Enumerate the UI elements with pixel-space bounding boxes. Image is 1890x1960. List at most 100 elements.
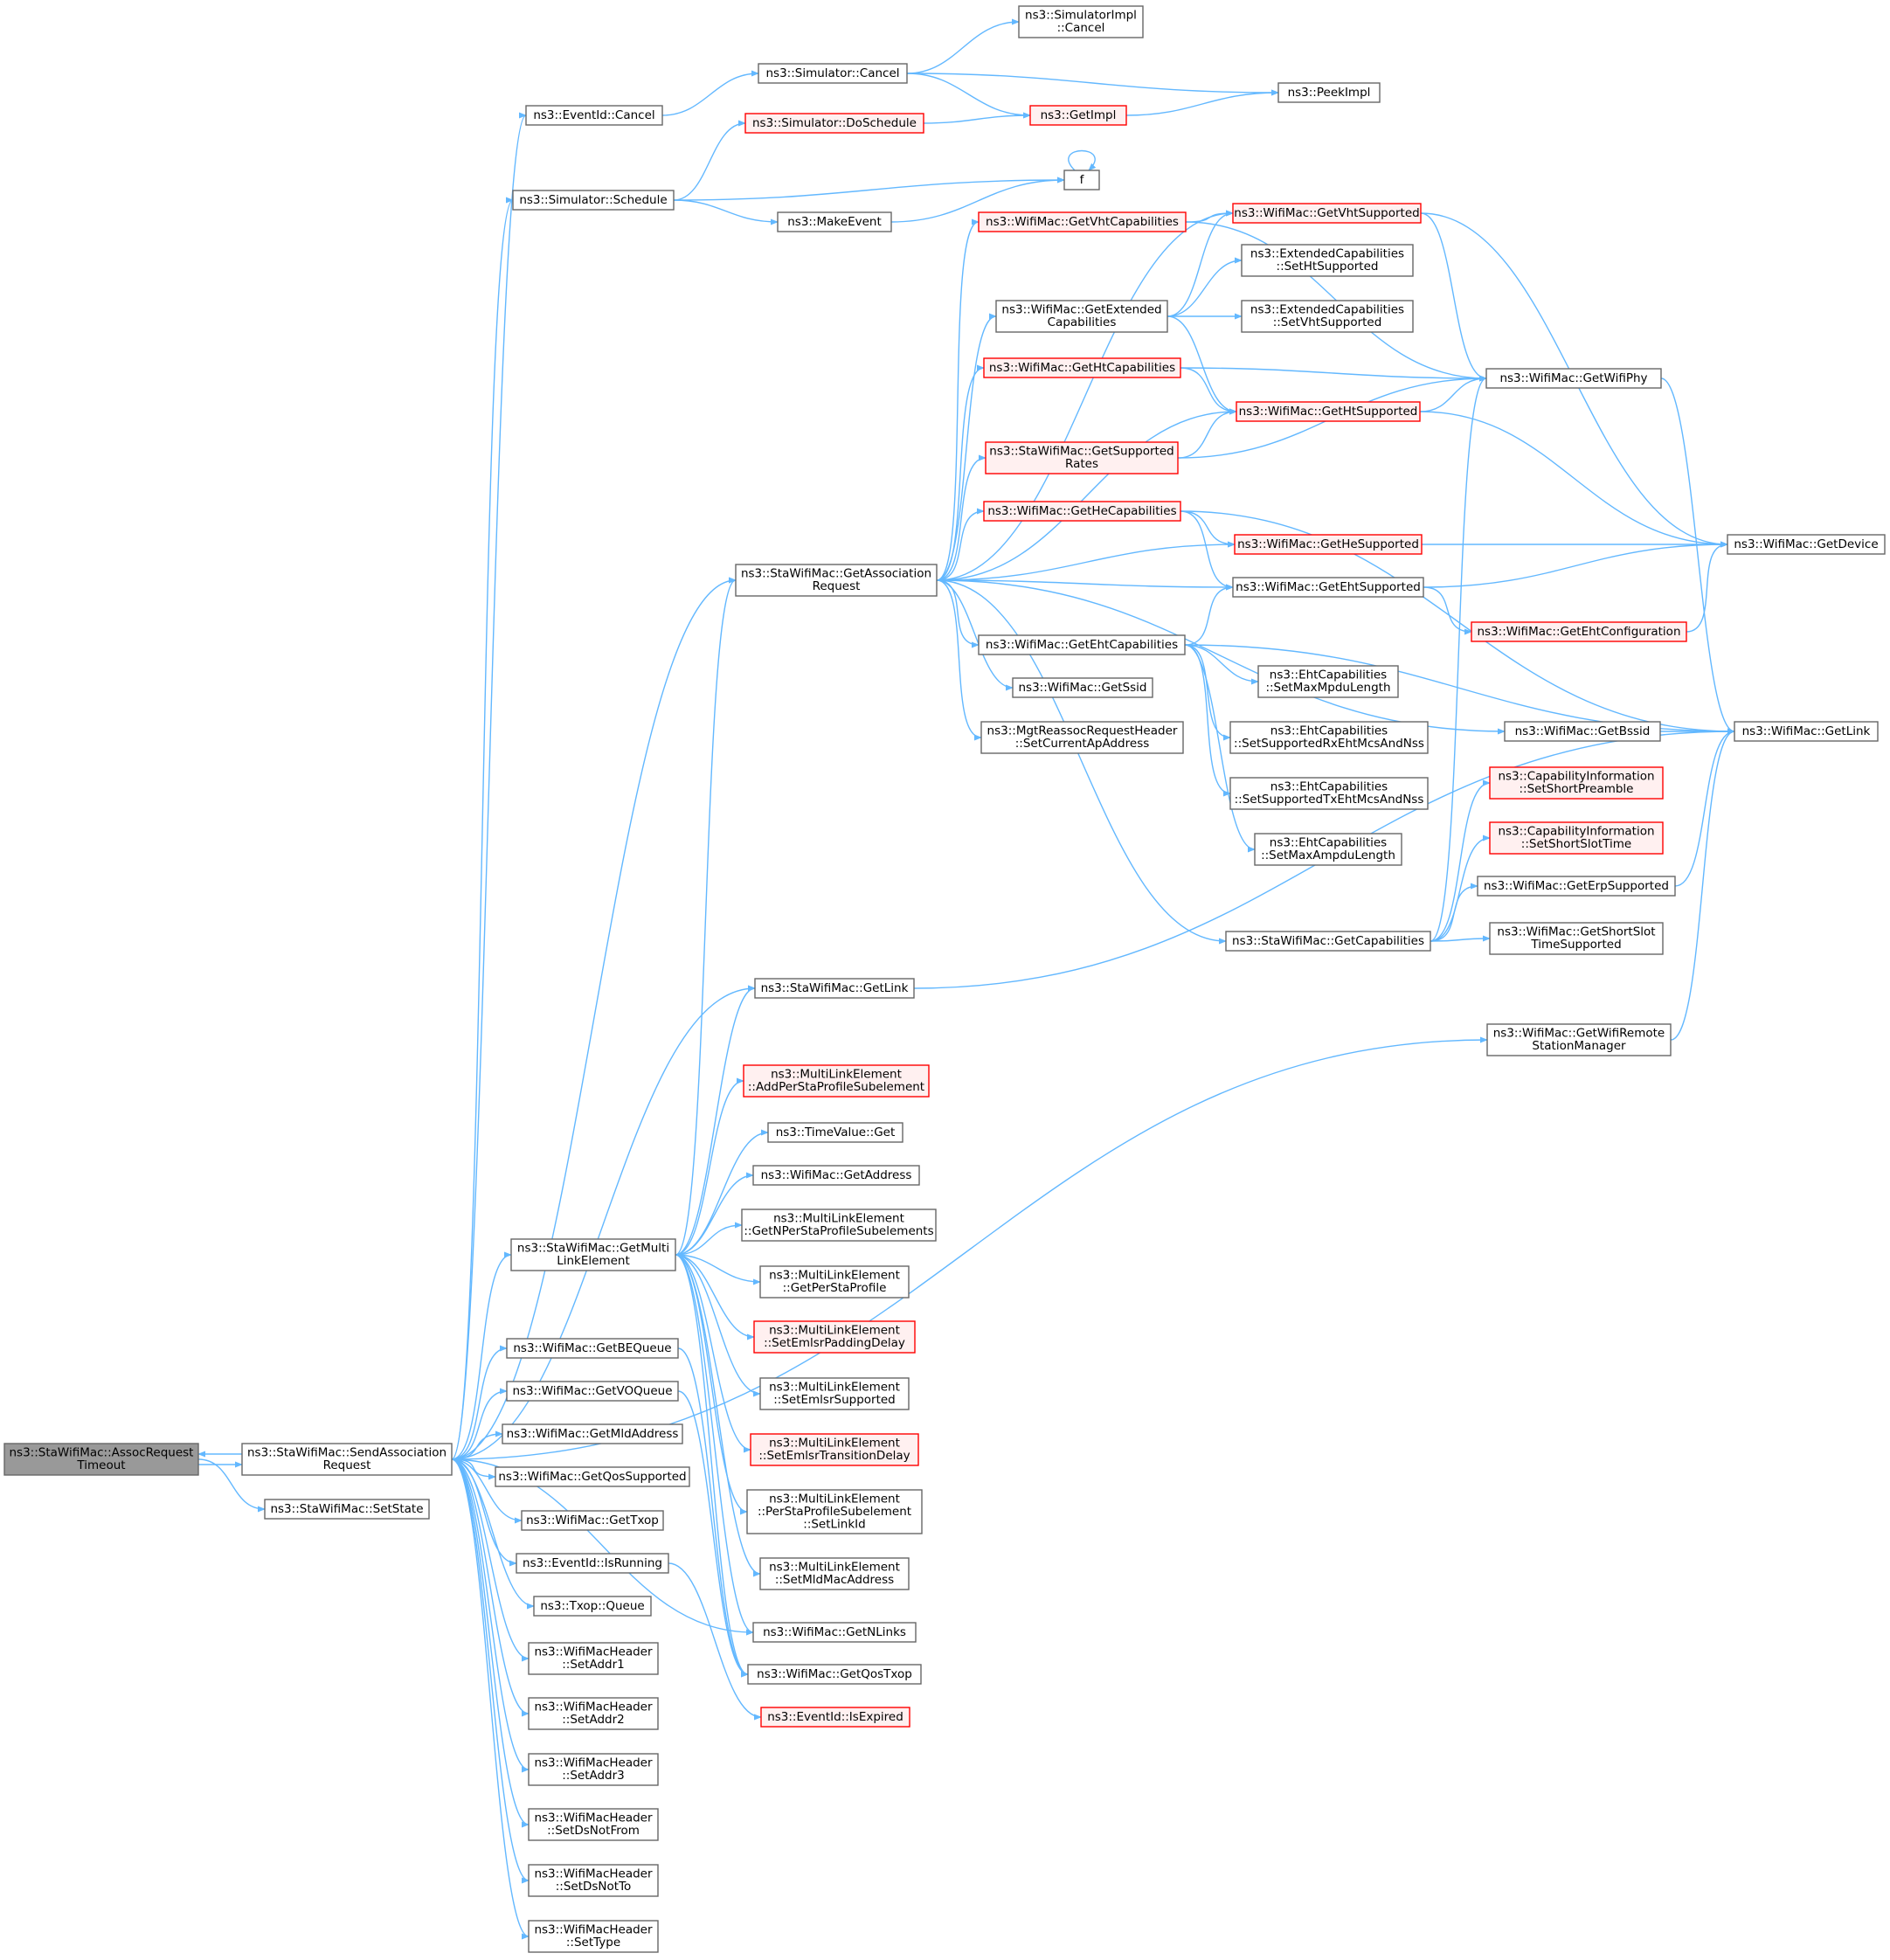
node-cap-set-shortslot[interactable]: ns3::CapabilityInformation::SetShortSlot… <box>1489 821 1664 855</box>
node-box[interactable] <box>264 1499 430 1520</box>
node-f[interactable]: f <box>1063 170 1100 190</box>
node-get-he-supp[interactable]: ns3::WifiMac::GetHeSupported <box>1234 534 1423 555</box>
node-sim-cancel[interactable]: ns3::Simulator::Cancel <box>758 63 908 84</box>
node-hdr-set-addr2[interactable]: ns3::WifiMacHeader::SetAddr2 <box>528 1697 659 1730</box>
node-box[interactable] <box>983 357 1181 378</box>
node-get-vht-caps[interactable]: ns3::WifiMac::GetVhtCapabilities <box>978 211 1187 232</box>
node-get-vo-queue[interactable]: ns3::WifiMac::GetVOQueue <box>506 1381 679 1402</box>
node-get-he-caps[interactable]: ns3::WifiMac::GetHeCapabilities <box>983 501 1181 522</box>
node-box[interactable] <box>753 1320 916 1354</box>
node-box[interactable] <box>525 105 663 126</box>
node-box[interactable] <box>1471 621 1687 642</box>
node-box[interactable] <box>735 564 938 597</box>
node-box[interactable] <box>747 1664 922 1685</box>
node-box[interactable] <box>980 721 1184 754</box>
node-get-ht-supp[interactable]: ns3::WifiMac::GetHtSupported <box>1236 401 1421 422</box>
node-get-device[interactable]: ns3::WifiMac::GetDevice <box>1727 534 1886 555</box>
node-ml-set-emlsr-supp[interactable]: ns3::MultiLinkElement::SetEmlsrSupported <box>759 1377 910 1410</box>
node-box[interactable] <box>1477 876 1676 897</box>
node-ml-persta-setlinkid[interactable]: ns3::MultiLinkElement::PerStaProfileSube… <box>746 1489 923 1534</box>
node-box[interactable] <box>1489 766 1664 800</box>
node-hdr-set-type[interactable]: ns3::WifiMacHeader::SetType <box>528 1920 659 1953</box>
node-box[interactable] <box>1277 82 1381 103</box>
node-box[interactable] <box>1236 401 1421 422</box>
node-box[interactable] <box>983 501 1181 522</box>
node-box[interactable] <box>1229 721 1429 754</box>
node-box[interactable] <box>528 1864 659 1897</box>
node-box[interactable] <box>1029 105 1127 126</box>
node-box[interactable] <box>528 1808 659 1841</box>
node-box[interactable] <box>533 1596 652 1617</box>
node-eht-set-maxampdu[interactable]: ns3::EhtCapabilities::SetMaxAmpduLength <box>1254 833 1402 866</box>
node-box[interactable] <box>1063 170 1100 190</box>
node-wifimac-getlink[interactable]: ns3::WifiMac::GetLink <box>1734 721 1879 742</box>
node-get-mld-address[interactable]: ns3::WifiMac::GetMldAddress <box>502 1423 683 1444</box>
node-box[interactable] <box>759 1377 910 1410</box>
node-get-address[interactable]: ns3::WifiMac::GetAddress <box>752 1165 920 1186</box>
node-box[interactable] <box>528 1697 659 1730</box>
node-ml-set-emlsr-pad[interactable]: ns3::MultiLinkElement::SetEmlsrPaddingDe… <box>753 1320 916 1354</box>
node-box[interactable] <box>506 1338 679 1359</box>
node-box[interactable] <box>743 1064 930 1098</box>
node-box[interactable] <box>516 1553 669 1574</box>
node-box[interactable] <box>1486 1023 1672 1056</box>
node-box[interactable] <box>985 441 1179 474</box>
node-box[interactable] <box>1229 777 1429 810</box>
node-eventid-cancel[interactable]: ns3::EventId::Cancel <box>525 105 663 126</box>
node-hdr-set-dsnotfrom[interactable]: ns3::WifiMacHeader::SetDsNotFrom <box>528 1808 659 1841</box>
node-ml-set-mld-mac[interactable]: ns3::MultiLinkElement::SetMldMacAddress <box>759 1557 910 1590</box>
node-peekimpl[interactable]: ns3::PeekImpl <box>1277 82 1381 103</box>
node-makeevent[interactable]: ns3::MakeEvent <box>777 211 892 232</box>
node-get-n-links[interactable]: ns3::WifiMac::GetNLinks <box>752 1622 917 1643</box>
node-eventid-isexpired[interactable]: ns3::EventId::IsExpired <box>760 1707 910 1728</box>
node-box[interactable] <box>1734 721 1879 742</box>
node-box[interactable] <box>528 1920 659 1953</box>
node-box[interactable] <box>528 1753 659 1786</box>
node-ext-set-vht[interactable]: ns3::ExtendedCapabilities::SetVhtSupport… <box>1241 300 1414 333</box>
node-box[interactable] <box>746 1489 923 1534</box>
node-ml-set-emlsr-trans[interactable]: ns3::MultiLinkElement::SetEmlsrTransitio… <box>750 1433 919 1466</box>
node-get-capabilities[interactable]: ns3::StaWifiMac::GetCapabilities <box>1225 931 1431 952</box>
node-get-vht-supp[interactable]: ns3::WifiMac::GetVhtSupported <box>1232 203 1422 224</box>
node-getimpl[interactable]: ns3::GetImpl <box>1029 105 1127 126</box>
node-get-eht-caps[interactable]: ns3::WifiMac::GetEhtCapabilities <box>978 634 1186 655</box>
node-box[interactable] <box>510 1238 676 1271</box>
node-box[interactable] <box>506 1381 679 1402</box>
node-box[interactable] <box>752 1622 917 1643</box>
node-txop-queue[interactable]: ns3::Txop::Queue <box>533 1596 652 1617</box>
node-box[interactable] <box>1241 244 1414 277</box>
node-box[interactable] <box>1232 203 1422 224</box>
node-box[interactable] <box>758 63 908 84</box>
node-box[interactable] <box>1727 534 1886 555</box>
node-box[interactable] <box>1012 677 1153 698</box>
node-box[interactable] <box>502 1423 683 1444</box>
node-cap-set-shortpre[interactable]: ns3::CapabilityInformation::SetShortPrea… <box>1489 766 1664 800</box>
node-box[interactable] <box>521 1510 664 1531</box>
node-box[interactable] <box>978 211 1187 232</box>
node-eht-set-tx[interactable]: ns3::EhtCapabilities::SetSupportedTxEhtM… <box>1229 777 1429 810</box>
node-sim-schedule[interactable]: ns3::Simulator::Schedule <box>512 190 675 211</box>
node-get-eht-supp[interactable]: ns3::WifiMac::GetEhtSupported <box>1232 577 1424 598</box>
node-get-ht-caps[interactable]: ns3::WifiMac::GetHtCapabilities <box>983 357 1181 378</box>
node-ml-add-persta[interactable]: ns3::MultiLinkElement::AddPerStaProfileS… <box>743 1064 930 1098</box>
node-get-qos-supp[interactable]: ns3::WifiMac::GetQosSupported <box>495 1466 690 1487</box>
node-timevalue-get[interactable]: ns3::TimeValue::Get <box>767 1122 903 1143</box>
node-get-bssid[interactable]: ns3::WifiMac::GetBssid <box>1504 721 1661 742</box>
node-hdr-set-addr1[interactable]: ns3::WifiMacHeader::SetAddr1 <box>528 1642 659 1675</box>
node-box[interactable] <box>528 1642 659 1675</box>
node-hdr-set-addr3[interactable]: ns3::WifiMacHeader::SetAddr3 <box>528 1753 659 1786</box>
node-box[interactable] <box>1018 5 1144 38</box>
node-box[interactable] <box>1504 721 1661 742</box>
node-sta-getlink[interactable]: ns3::StaWifiMac::GetLink <box>754 978 915 999</box>
node-box[interactable] <box>1485 368 1662 389</box>
node-box[interactable] <box>978 634 1186 655</box>
node-hdr-set-dsnotto[interactable]: ns3::WifiMacHeader::SetDsNotTo <box>528 1864 659 1897</box>
node-box[interactable] <box>1489 821 1664 855</box>
node-sim-doschedule[interactable]: ns3::Simulator::DoSchedule <box>744 113 924 134</box>
node-eventid-isrunning[interactable]: ns3::EventId::IsRunning <box>516 1553 669 1574</box>
